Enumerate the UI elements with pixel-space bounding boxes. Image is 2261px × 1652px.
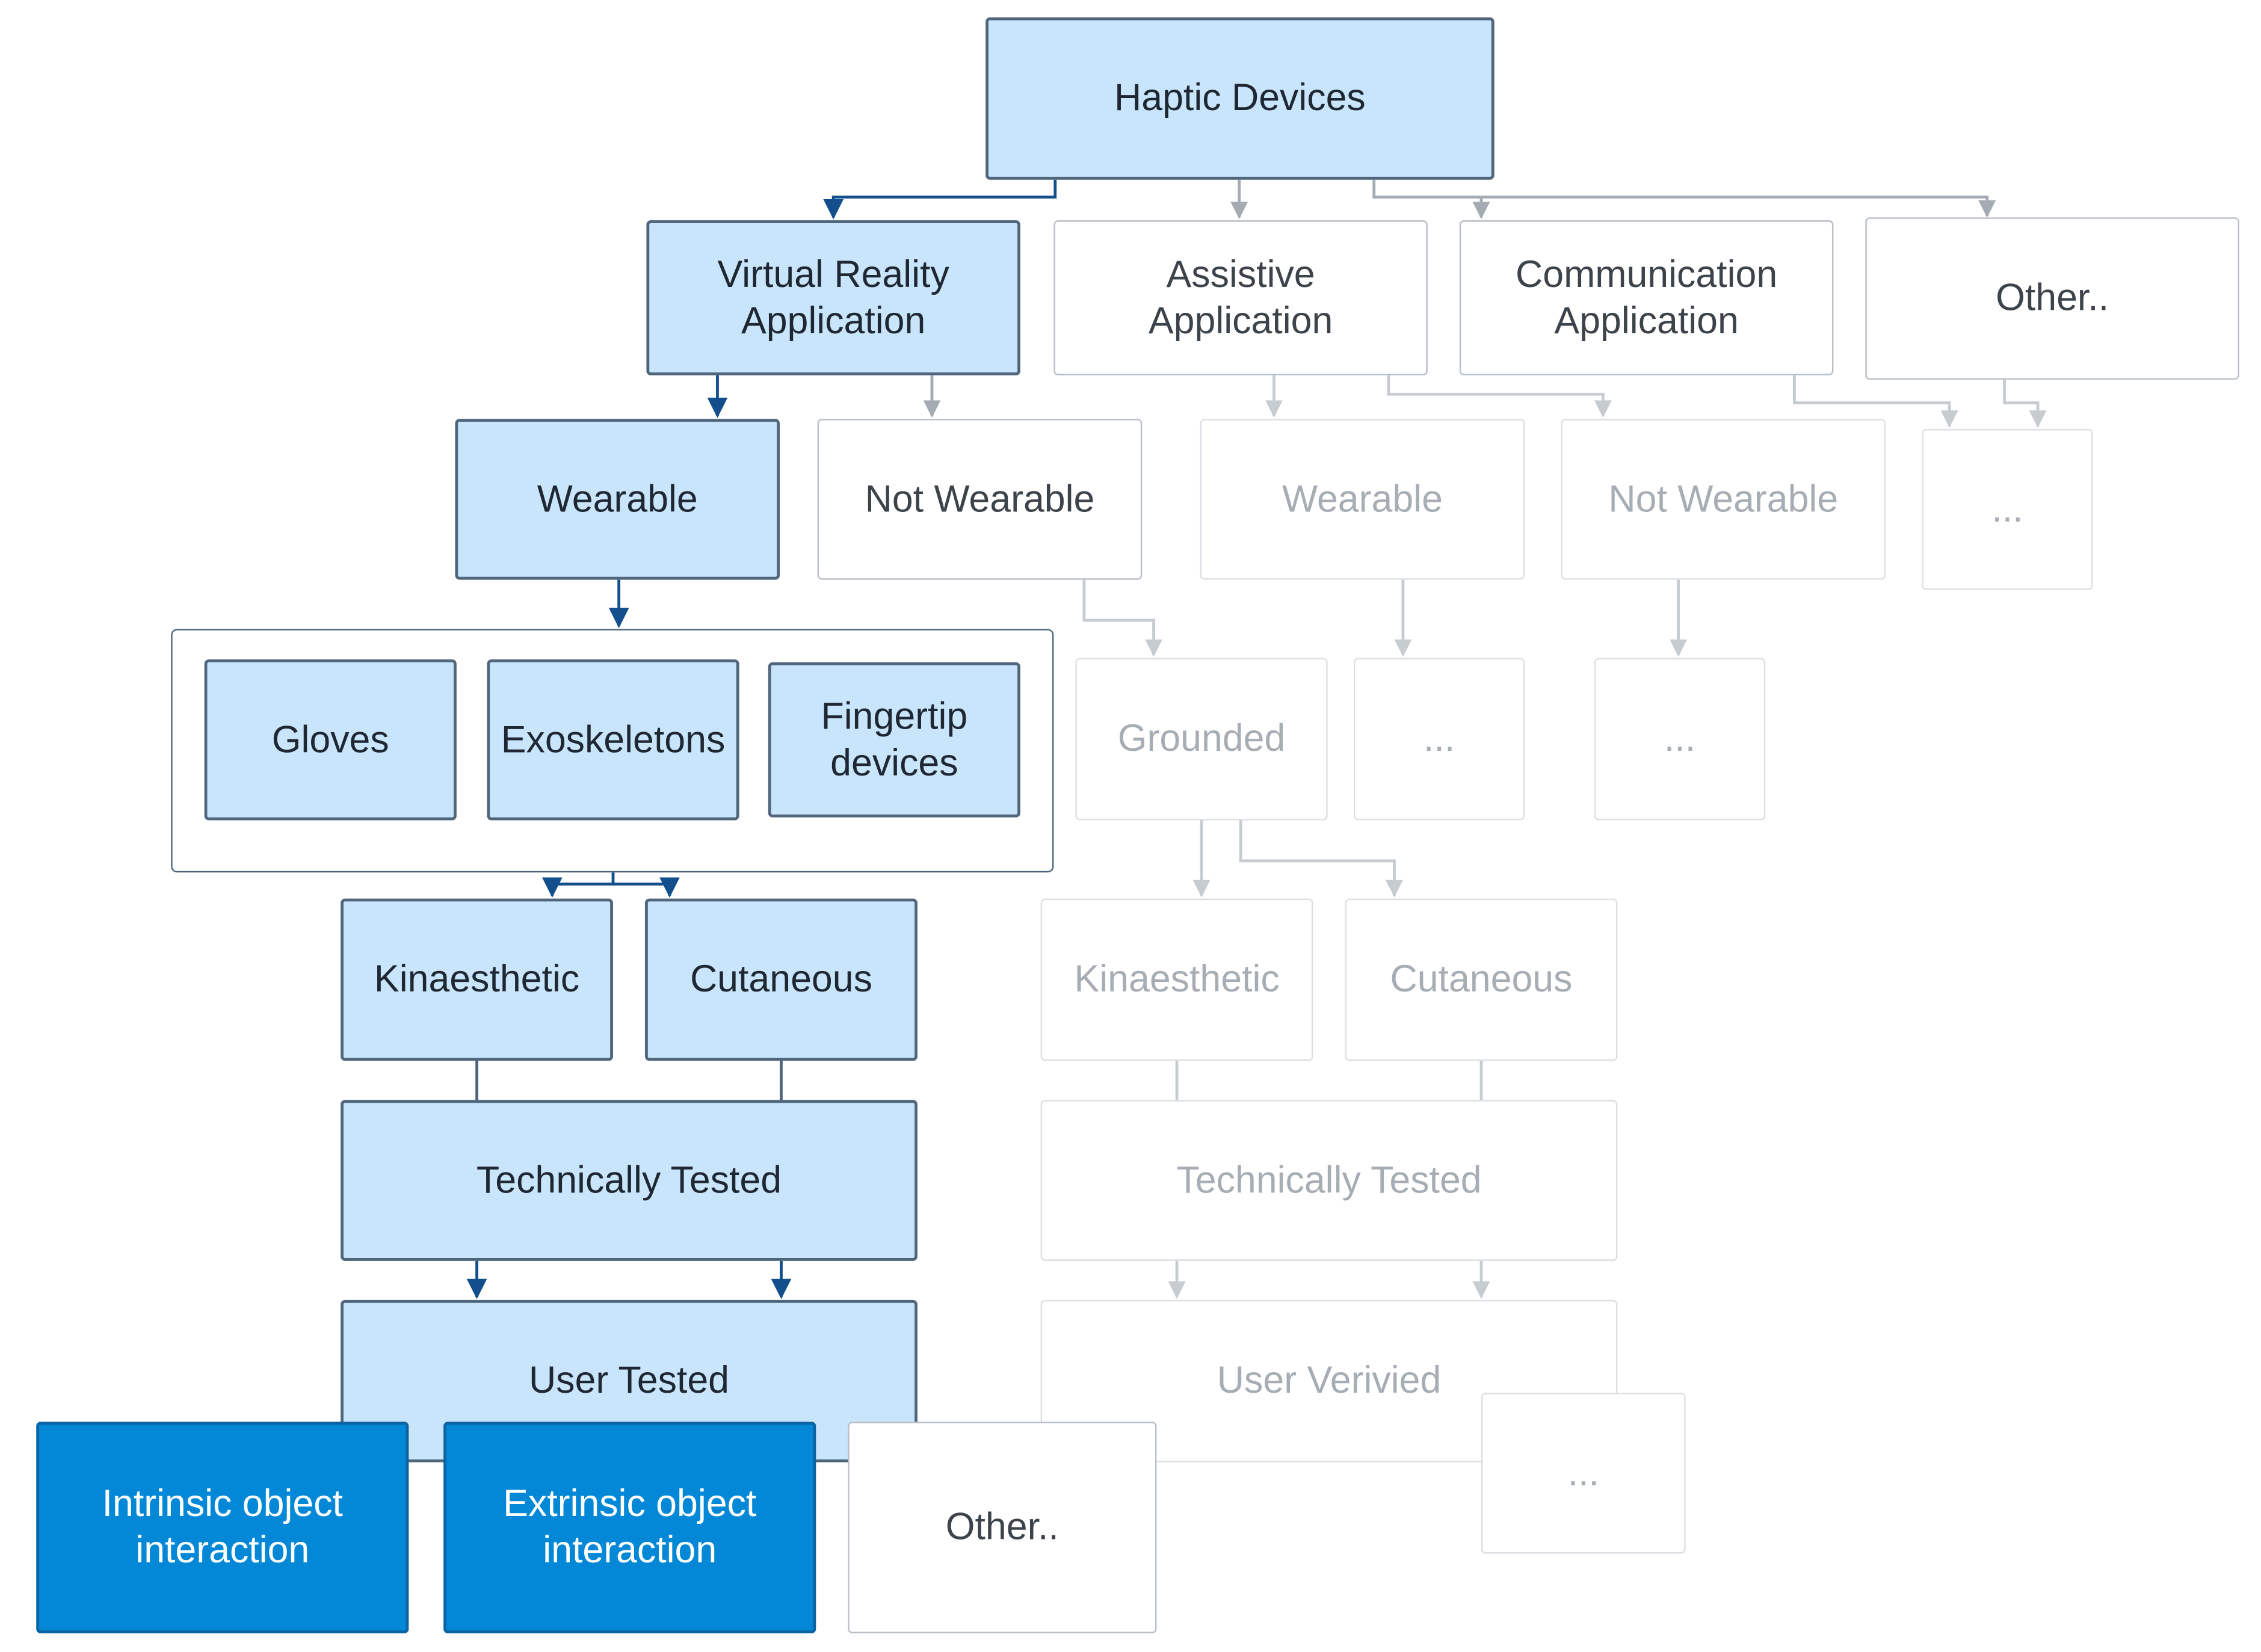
node-vr-not-wearable: Not Wearable	[817, 419, 1143, 580]
node-kinaesthetic: Kinaesthetic	[341, 898, 614, 1061]
node-assistive-not-wearable: Not Wearable	[1561, 419, 1886, 580]
node-grounded-kinaesthetic: Kinaesthetic	[1040, 898, 1313, 1061]
node-other-interaction: Other..	[848, 1422, 1157, 1633]
node-grounded-cutaneous: Cutaneous	[1345, 898, 1618, 1061]
node-gloves: Gloves	[204, 659, 457, 821]
node-fingertip-devices: Fingertip devices	[768, 662, 1020, 818]
edge-haptic-to-vr	[823, 179, 1057, 220]
edge-haptic-to-other	[1481, 196, 1996, 218]
edge-grounded-to-cutaneous	[1239, 820, 1403, 898]
edge-assistive-to-not-wearable	[1387, 375, 1612, 418]
node-intrinsic-interaction: Intrinsic object interaction	[36, 1422, 409, 1633]
node-grounded-technically-tested: Technically Tested	[1040, 1100, 1618, 1261]
edge-communication-to-more	[1792, 375, 1958, 428]
node-grounded: Grounded	[1075, 658, 1328, 821]
node-technically-tested: Technically Tested	[341, 1100, 918, 1261]
edge-not-wearable-to-grounded	[1082, 579, 1163, 657]
node-vr-wearable: Wearable	[455, 419, 780, 580]
edge-group-to-cutaneous	[613, 877, 680, 898]
node-other-application: Other..	[1865, 217, 2239, 380]
node-user-verivied-more: ...	[1481, 1393, 1686, 1554]
edge-group-to-kinaesthetic	[541, 872, 615, 898]
node-other-more: ...	[1922, 429, 2093, 590]
node-haptic-devices: Haptic Devices	[986, 17, 1494, 180]
edge-haptic-to-communication	[1372, 179, 1490, 220]
node-assistive-wearable: Wearable	[1200, 419, 1525, 580]
node-assistive-application: Assistive Application	[1053, 220, 1428, 375]
node-cutaneous: Cutaneous	[645, 898, 918, 1061]
node-vr-application: Virtual Reality Application	[646, 220, 1020, 375]
node-assistive-not-wearable-more: ...	[1594, 658, 1766, 821]
node-exoskeletons: Exoskeletons	[487, 659, 739, 821]
node-assistive-wearable-more: ...	[1354, 658, 1525, 821]
node-extrinsic-interaction: Extrinsic object interaction	[443, 1422, 816, 1633]
edge-other-to-more	[2003, 380, 2047, 428]
node-communication-application: Communication Application	[1459, 220, 1834, 375]
